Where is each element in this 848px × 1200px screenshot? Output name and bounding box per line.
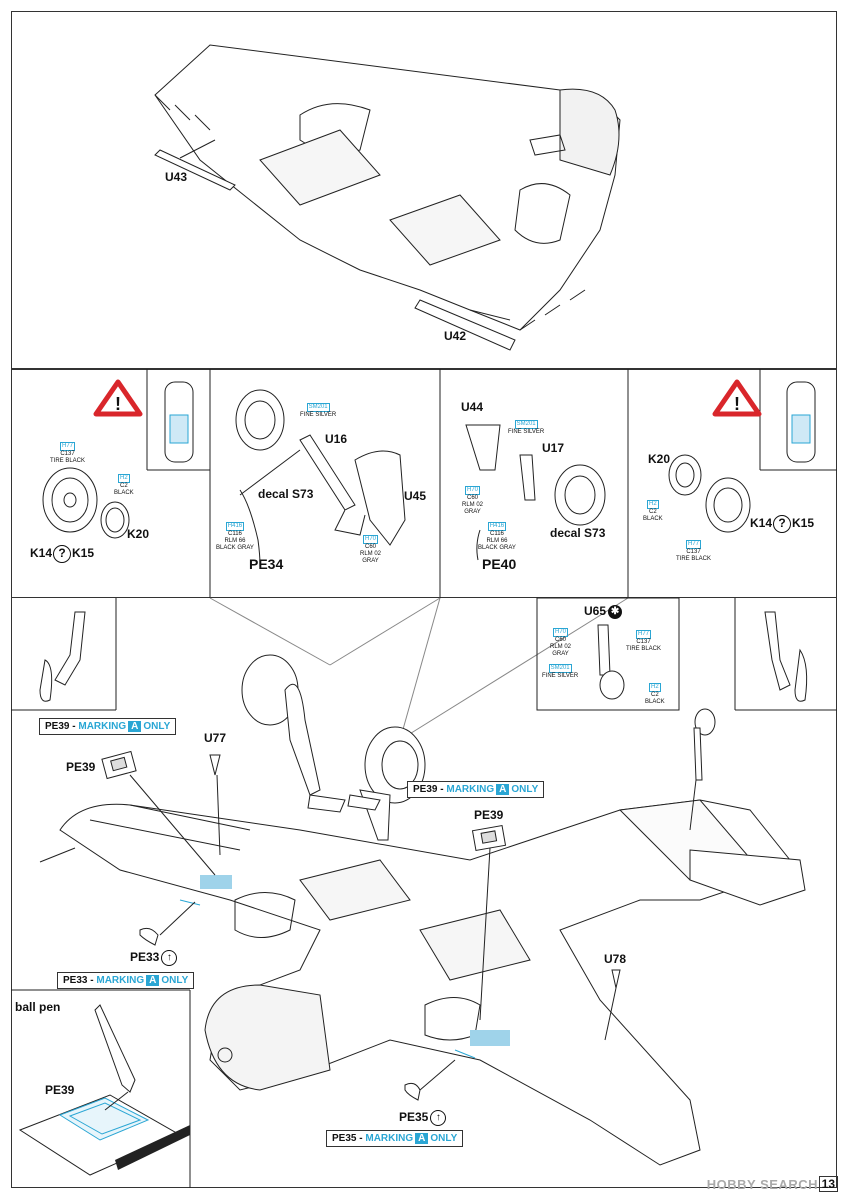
label-pe39-b: PE39 — [474, 808, 504, 822]
paint-callout-sm201-left: SM201 FINE SILVER — [300, 403, 337, 418]
label-u44: U44 — [461, 400, 484, 414]
paint-callout-hub-right: H2 C2 BLACK — [643, 500, 663, 522]
label-u65: U65✱ — [584, 604, 623, 619]
paint-callout-sm201-right: SM201 FINE SILVER — [508, 420, 545, 435]
svg-text:!: ! — [115, 394, 121, 414]
label-pe40: PE40 — [482, 556, 517, 572]
label-decal-s73-left: decal S73 — [258, 487, 314, 501]
step2-frame — [11, 369, 837, 598]
paint-callout-sm201-tail: SM201 FINE SILVER — [542, 664, 579, 679]
label-k14-k15-left: K14?K15 — [30, 545, 94, 563]
label-k20-right: K20 — [648, 452, 671, 466]
paint-callout-h70-right: H70 C60 RLM 02 GRAY — [462, 486, 484, 515]
label-u43: U43 — [165, 170, 188, 184]
label-pe35: PE35↑ — [399, 1110, 447, 1126]
svg-text:!: ! — [734, 394, 740, 414]
page-number: 13 — [818, 1176, 838, 1192]
step1-frame — [11, 11, 837, 369]
part-u43 — [154, 149, 236, 191]
paint-callout-tire-right: H77 C137 TIRE BLACK — [676, 540, 712, 562]
paint-callout-h70-tail: H70 C60 RLM 02 GRAY — [550, 628, 572, 657]
ball-pen — [94, 1004, 136, 1093]
star-icon: ✱ — [608, 604, 623, 619]
label-u78: U78 — [604, 952, 627, 966]
paint-callout-h416-left: H416 C116 RLM 66 BLACK GRAY — [216, 522, 254, 551]
question-icon: ? — [773, 515, 792, 533]
paint-callout-h77-tail: H77 C137 TIRE BLACK — [626, 630, 662, 652]
label-pe33: PE33↑ — [130, 950, 178, 966]
label-decal-s73-right: decal S73 — [550, 526, 606, 540]
label-u45: U45 — [404, 489, 427, 503]
warning-icon-right: ! — [712, 379, 762, 417]
label-pe34: PE34 — [249, 556, 284, 572]
label-u16: U16 — [325, 432, 348, 446]
decal-pe39-inset — [58, 1097, 150, 1141]
label-pe39-a: PE39 — [66, 760, 96, 774]
question-icon: ? — [53, 545, 72, 563]
label-u42: U42 — [444, 329, 467, 343]
label-ball-pen: ball pen — [15, 1000, 61, 1014]
paint-callout-h2-tail: H2 C2 BLACK — [645, 683, 665, 705]
direction-arrow-icon: ↑ — [430, 1110, 447, 1126]
watermark: HOBBY SEARCH — [706, 1177, 818, 1192]
warning-icon-left: ! — [93, 379, 143, 417]
label-pe39-inset: PE39 — [45, 1083, 75, 1097]
paint-callout-h416-right: H416 C116 RLM 66 BLACK GRAY — [478, 522, 516, 551]
label-u77: U77 — [204, 731, 227, 745]
label-k14-k15-right: K14?K15 — [750, 515, 814, 533]
wheel-k14 — [42, 467, 98, 533]
paint-callout-h70-left: H70 C60 RLM 02 GRAY — [360, 535, 382, 564]
paint-callout-tire: H77 C137 TIRE BLACK — [50, 442, 86, 464]
paint-callout-hub: H2 C2 BLACK — [114, 474, 134, 496]
step3-frame — [11, 598, 837, 1188]
direction-arrow-icon: ↑ — [161, 950, 178, 966]
hub-k20 — [100, 501, 130, 539]
label-u17: U17 — [542, 441, 565, 455]
label-k20-left: K20 — [127, 527, 150, 541]
part-u42 — [414, 299, 516, 351]
